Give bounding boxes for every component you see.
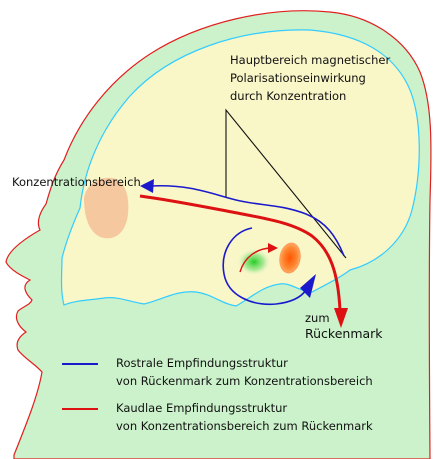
legend-caudal-line-1: Kaudlae Empfindungsstruktur [116,401,287,415]
legend-caudal-line-2: von Konzentrationsbereich zum Rückenmark [116,419,373,433]
annotation-line-1: Hauptbereich magnetischer [230,53,390,67]
annotation-line-2: Polarisationseinwirkung [230,71,366,85]
label-destination-line-2: Rückenmark [305,326,383,341]
label-concentration-area: Konzentrationsbereich [12,175,141,189]
legend-rostral-line-1: Rostrale Empfindungsstruktur [116,356,288,370]
legend-rostral-line-2: von Rückenmark zum Konzentrationsbereich [116,374,373,388]
annotation-line-3: durch Konzentration [230,89,346,103]
label-destination-line-1: zum [305,311,330,325]
